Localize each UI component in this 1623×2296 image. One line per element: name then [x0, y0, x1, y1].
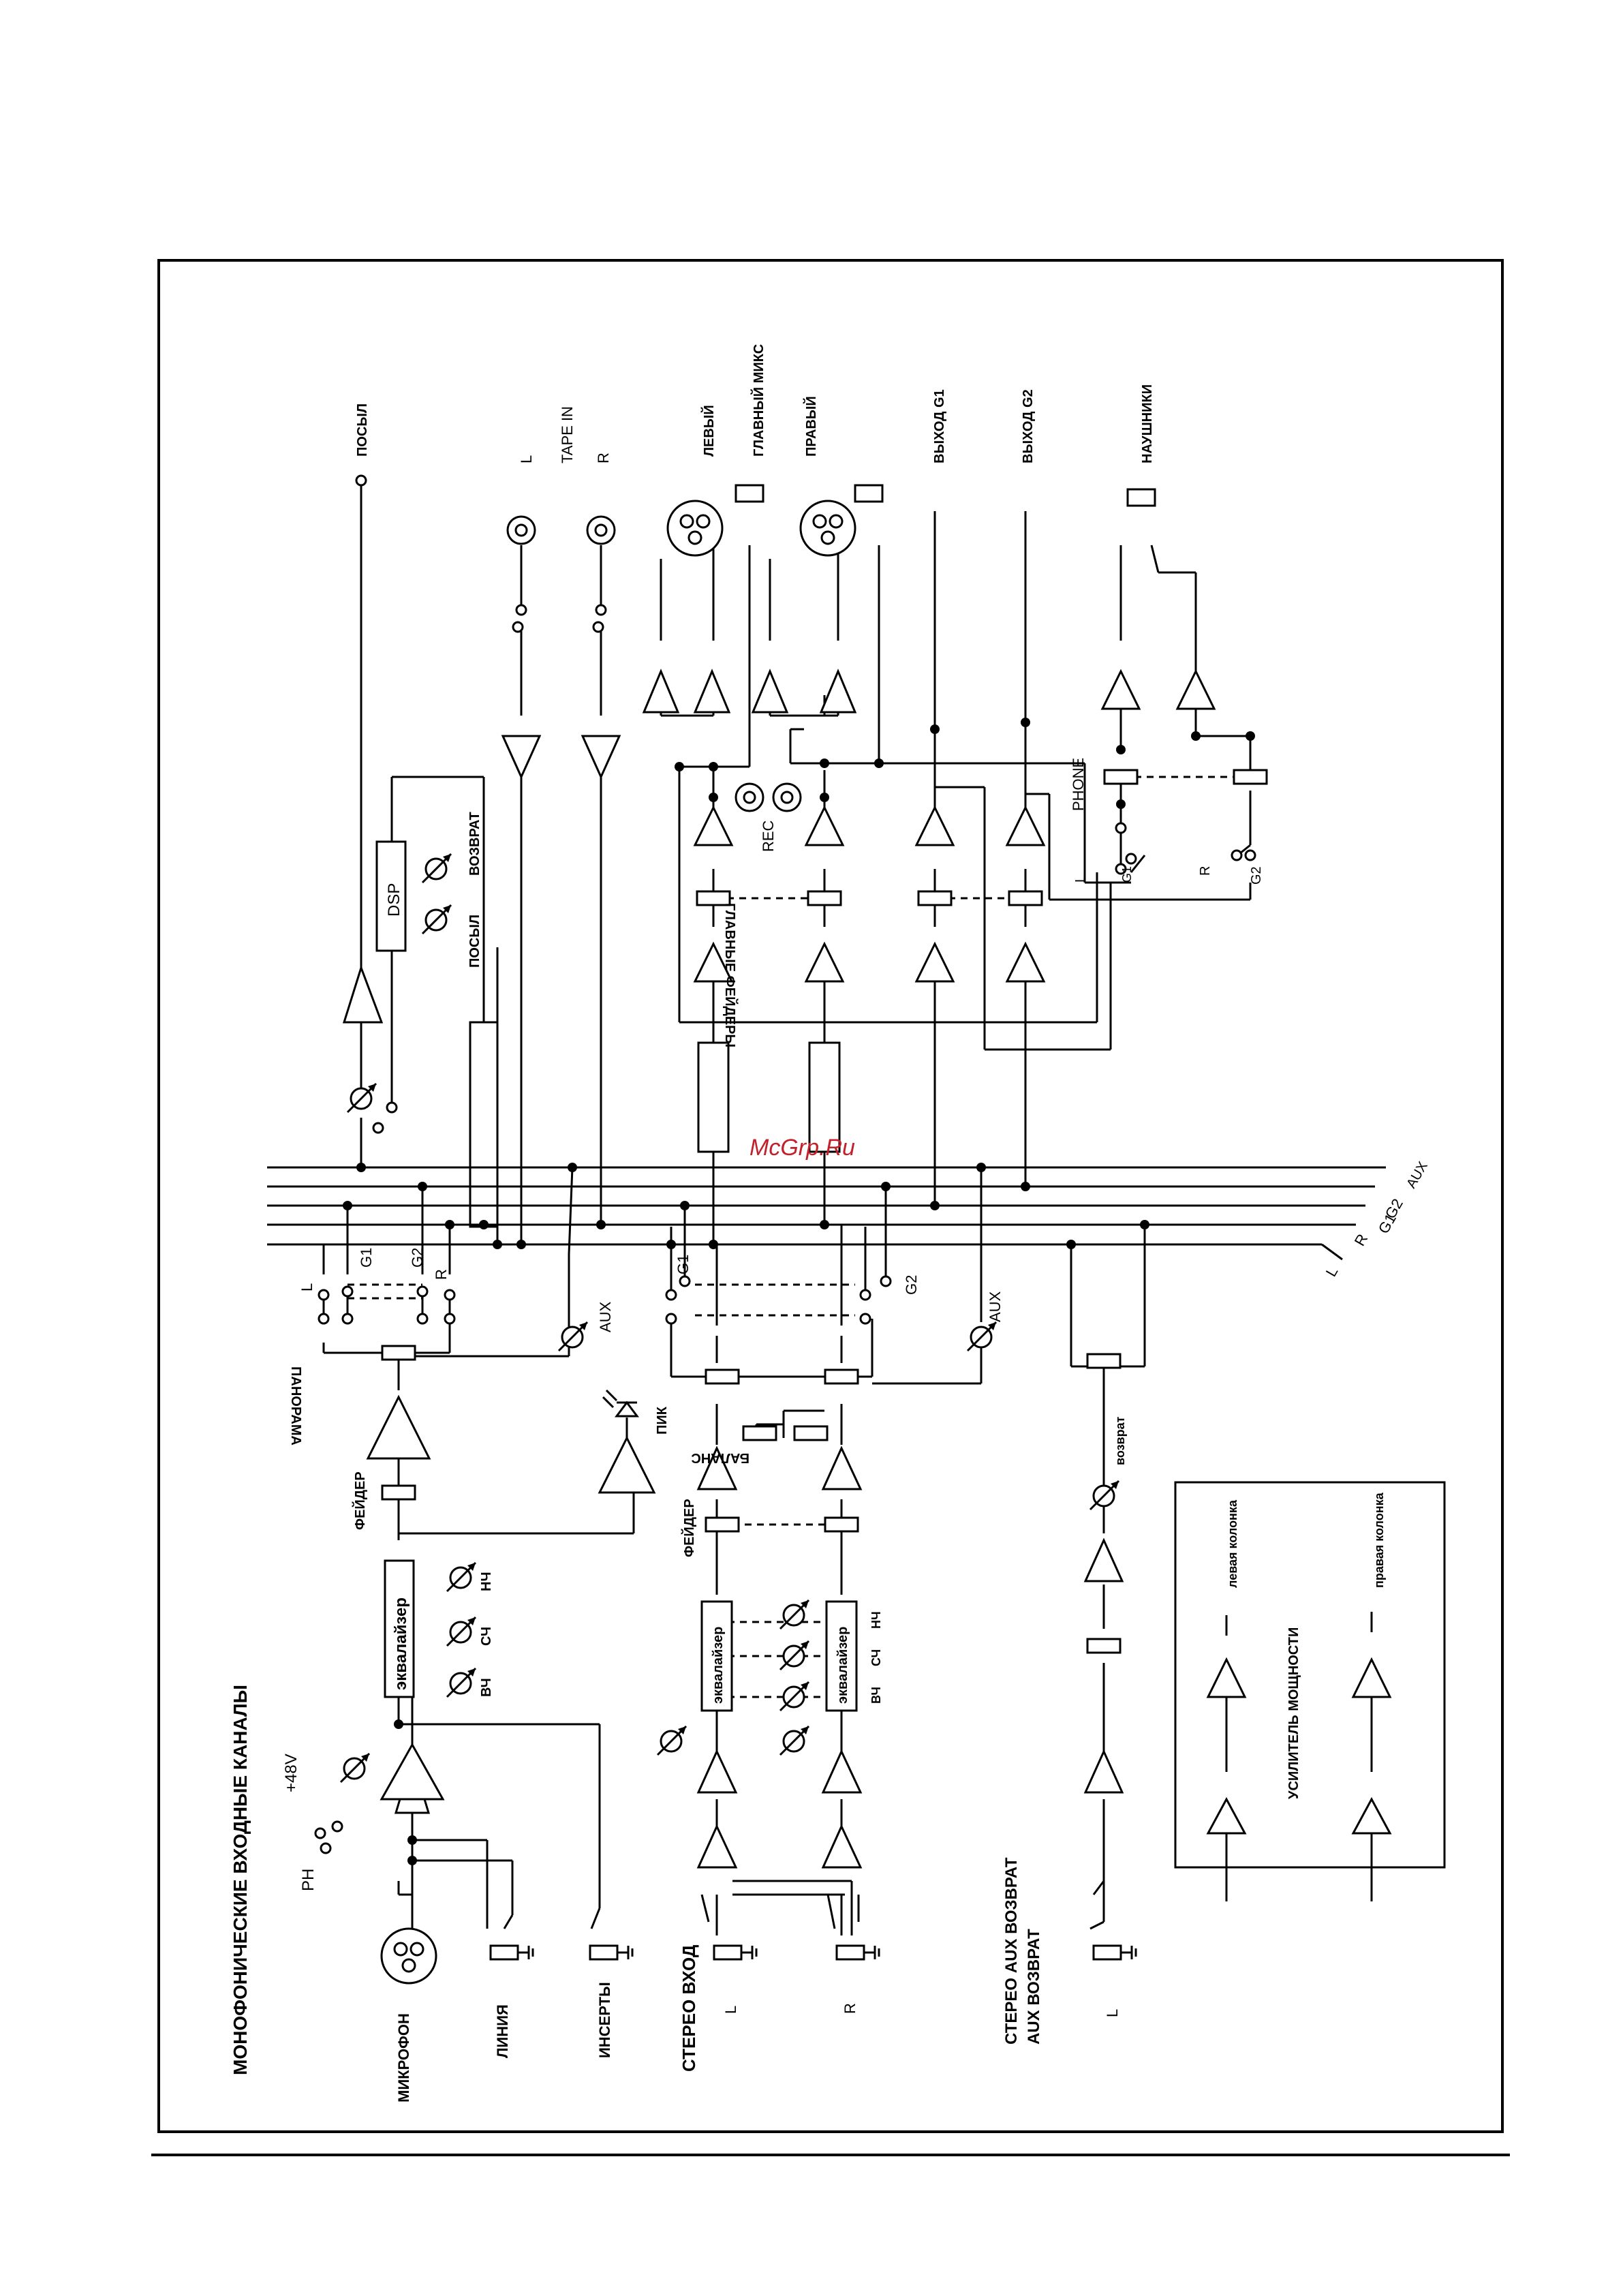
diagram-frame	[157, 259, 1504, 2133]
power-amp-title: УСИЛИТЕЛЬ МОЩНОСТИ	[1286, 1627, 1301, 1799]
line-label: ЛИНИЯ	[494, 2004, 511, 2058]
stereo-aux-return-title: СТЕРЕО AUX ВОЗВРАТ	[1002, 1857, 1021, 2045]
mono-fader-label: ФЕЙДЕР	[352, 1471, 368, 1530]
stereo-eq-left: эквалайзер	[711, 1627, 726, 1704]
main-left-label: ЛЕВЫЙ	[700, 405, 717, 457]
peak-label: ПИК	[655, 1406, 670, 1435]
ph-label: PH	[299, 1869, 318, 1891]
rec-label: REC	[760, 820, 777, 852]
balance-label: БАЛАНС	[691, 1450, 749, 1465]
mono-G1-label: G1	[358, 1248, 375, 1268]
left-speaker-label: левая колонка	[1226, 1499, 1239, 1588]
inserts-label: ИНСЕРТЫ	[596, 1982, 613, 2058]
tape-L-label: L	[518, 455, 535, 463]
right-speaker-label: правая колонка	[1372, 1492, 1386, 1588]
aux-return-title: AUX ВОЗВРАТ	[1025, 1929, 1043, 2045]
tape-in-label: TAPE IN	[559, 406, 576, 463]
main-faders-label: ГЛАВНЫЕ ФЕЙДЕРЫ	[722, 903, 739, 1047]
main-right-label: ПРАВЫЙ	[803, 396, 819, 457]
stereo-eq-mid: СЧ	[869, 1649, 883, 1666]
out-g2-label: ВЫХОД G2	[1021, 389, 1036, 463]
mono-eq-mid: СЧ	[479, 1627, 494, 1646]
mono-eq-lo: НЧ	[479, 1572, 494, 1592]
pan-label: ПАНОРАМА	[288, 1366, 303, 1445]
phones-R-label: R	[1198, 866, 1213, 876]
stereo-eq-hi: ВЧ	[869, 1687, 883, 1704]
bus-AUX-label: AUX	[1404, 1159, 1431, 1191]
send-out-label: ПОСЫЛ	[355, 403, 370, 457]
eq-blocks	[375, 840, 858, 1712]
peak-led-icon	[602, 1389, 639, 1438]
aux-return-L-label: L	[1104, 2009, 1121, 2017]
phones-L-label: L	[1073, 875, 1088, 883]
mono-L-label: L	[298, 1283, 315, 1291]
mic-label: МИКРОФОН	[395, 2013, 412, 2102]
stereo-G1-label: G1	[675, 1255, 692, 1274]
stereo-L-label: L	[722, 2006, 739, 2014]
phones-G2-label: G2	[1249, 866, 1264, 885]
phone-label: PHONE	[1070, 758, 1087, 811]
return-label: возврат	[1113, 1416, 1127, 1465]
amplifiers	[342, 669, 1392, 1869]
phantom-label: +48V	[282, 1754, 300, 1792]
mono-aux-label: AUX	[597, 1301, 614, 1332]
phones-G1-label: G1	[1120, 866, 1134, 883]
dsp-send-label: ПОСЫЛ	[467, 915, 482, 968]
phones-label: НАУШНИКИ	[1140, 384, 1155, 463]
bus-L-label: L	[1323, 1264, 1342, 1279]
stereo-aux-label: AUX	[987, 1291, 1004, 1322]
stereo-R-label: R	[841, 2003, 859, 2014]
stereo-input-title: СТЕРЕО ВХОД	[679, 1944, 699, 2072]
stereo-eq-lo: НЧ	[869, 1611, 883, 1629]
mono-channels-title: МОНОФОНИЧЕСКИЕ ВХОДНЫЕ КАНАЛЫ	[230, 1685, 251, 2075]
stereo-eq-right: эквалайзер	[835, 1627, 850, 1704]
dsp-return-label: ВОЗВРАТ	[467, 812, 482, 876]
mono-R-label: R	[433, 1269, 450, 1280]
mono-eq-label: эквалайзер	[392, 1597, 410, 1690]
watermark: McGrp.Ru	[749, 1135, 855, 1161]
tape-R-label: R	[595, 453, 612, 463]
dsp-label: DSP	[385, 883, 403, 917]
stereo-fader-label: ФЕЙДЕР	[681, 1499, 697, 1557]
out-g1-label: ВЫХОД G1	[932, 389, 947, 463]
mono-eq-hi: ВЧ	[479, 1678, 494, 1697]
stereo-G2-label: G2	[903, 1275, 920, 1295]
bus-R-label: R	[1351, 1231, 1372, 1249]
mono-G2-label: G2	[409, 1248, 426, 1268]
connectors	[380, 484, 1156, 1985]
main-mix-label: ГЛАВНЫЙ МИКС	[750, 344, 767, 457]
